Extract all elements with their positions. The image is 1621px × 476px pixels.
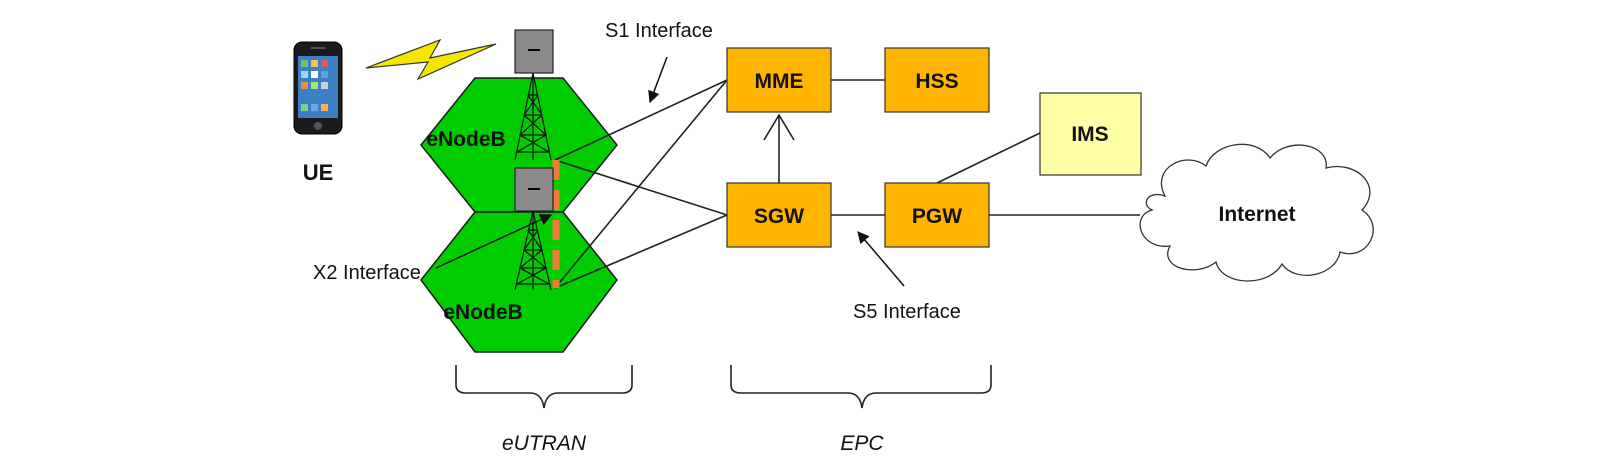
sgw-label: SGW bbox=[754, 205, 804, 228]
s1-link-top-sgw bbox=[554, 159, 728, 216]
hss-box bbox=[884, 47, 990, 113]
mme-label: MME bbox=[755, 70, 804, 93]
epc-group-label: EPC bbox=[840, 432, 884, 455]
enodeb-top-label: eNodeB bbox=[426, 128, 505, 151]
enodeb-bottom-label: eNodeB bbox=[443, 301, 522, 324]
ims-box bbox=[1039, 92, 1142, 176]
x2-arrow bbox=[435, 214, 553, 269]
s5-arrow bbox=[857, 231, 905, 287]
internet-label: Internet bbox=[1218, 203, 1295, 226]
sgw-box bbox=[726, 182, 832, 248]
x2-interface-label: X2 Interface bbox=[313, 262, 421, 284]
wireless-signal-icon bbox=[365, 38, 497, 81]
eutran-group-label: eUTRAN bbox=[502, 432, 587, 455]
s5-interface-label: S5 Interface bbox=[853, 301, 961, 323]
ue-label: UE bbox=[303, 160, 334, 185]
ims-label: IMS bbox=[1071, 123, 1108, 146]
internet-cloud bbox=[1139, 143, 1374, 282]
s1-link-top-mme bbox=[554, 79, 728, 161]
s1-interface-label: S1 Interface bbox=[605, 20, 713, 42]
hss-label: HSS bbox=[915, 70, 958, 93]
network-links bbox=[554, 79, 1140, 289]
tower-top bbox=[514, 29, 554, 161]
pgw-box bbox=[884, 182, 990, 248]
s1-arrow bbox=[648, 56, 668, 104]
enodeb-cell-bottom bbox=[420, 211, 618, 353]
eutran-brace bbox=[455, 365, 633, 409]
s1-link-bottom-mme bbox=[554, 79, 728, 289]
pgw-ims-link bbox=[936, 132, 1041, 184]
pgw-label: PGW bbox=[912, 205, 962, 228]
antenna-box-top bbox=[514, 29, 554, 74]
s1-link-bottom-sgw bbox=[554, 214, 728, 289]
sgw-mme-arrowhead bbox=[763, 113, 795, 141]
epc-brace bbox=[730, 365, 992, 409]
phone-icon bbox=[293, 41, 343, 135]
mme-box bbox=[726, 47, 832, 113]
